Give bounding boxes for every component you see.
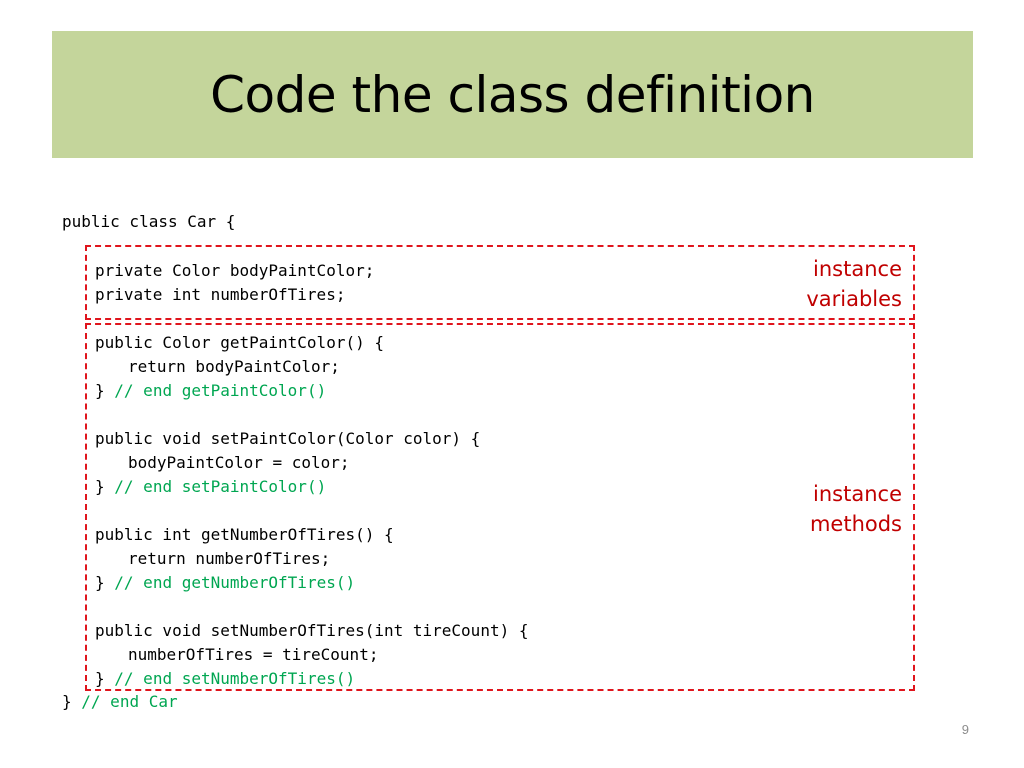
instance-methods-label: instance methods bbox=[809, 482, 902, 536]
code-line-m4-signature: public void setNumberOfTires(int tireCou… bbox=[95, 621, 529, 640]
page-number: 9 bbox=[961, 722, 969, 737]
title-banner: Code the class definition bbox=[52, 31, 973, 158]
code-line-m2-close: } // end setPaintColor() bbox=[95, 477, 327, 496]
code-comment: // end setPaintColor() bbox=[114, 477, 327, 496]
instance-methods-box bbox=[85, 323, 915, 691]
code-line-m1-signature: public Color getPaintColor() { bbox=[95, 333, 384, 352]
code-line-m3-signature: public int getNumberOfTires() { bbox=[95, 525, 394, 544]
code-line-class-open: public class Car { bbox=[62, 212, 236, 231]
code-line-field-2: private int numberOfTires; bbox=[95, 285, 346, 304]
code-line-m3-close: } // end getNumberOfTires() bbox=[95, 573, 356, 592]
instance-variables-label: instance variables bbox=[806, 257, 902, 311]
code-line-field-1: private Color bodyPaintColor; bbox=[95, 261, 375, 280]
code-line-m2-body: bodyPaintColor = color; bbox=[128, 453, 350, 472]
code-line-m1-body: return bodyPaintColor; bbox=[128, 357, 340, 376]
code-line-class-close: } // end Car bbox=[62, 692, 178, 711]
code-line-m2-signature: public void setPaintColor(Color color) { bbox=[95, 429, 481, 448]
code-comment: // end getNumberOfTires() bbox=[114, 573, 356, 592]
code-comment: // end getPaintColor() bbox=[114, 381, 327, 400]
code-comment: // end Car bbox=[81, 692, 178, 711]
code-comment: // end setNumberOfTires() bbox=[114, 669, 356, 688]
code-line-m3-body: return numberOfTires; bbox=[128, 549, 331, 568]
slide-title: Code the class definition bbox=[210, 65, 815, 124]
code-line-m4-body: numberOfTires = tireCount; bbox=[128, 645, 379, 664]
code-line-m4-close: } // end setNumberOfTires() bbox=[95, 669, 356, 688]
code-line-m1-close: } // end getPaintColor() bbox=[95, 381, 327, 400]
instance-variables-box bbox=[85, 245, 915, 320]
